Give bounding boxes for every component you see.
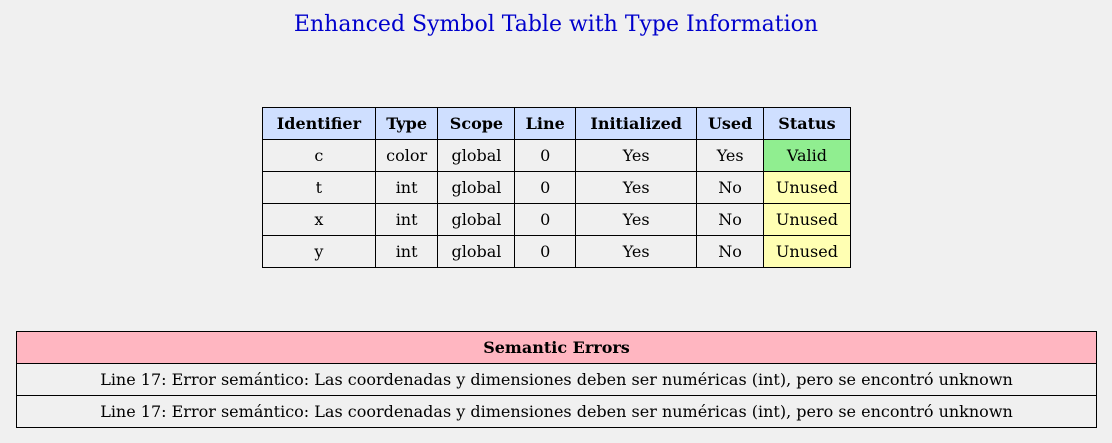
cell-used: Yes [696, 139, 764, 172]
cell-initialized: Yes [574, 139, 698, 172]
header-line: Line [514, 107, 576, 140]
header-initialized: Initialized [574, 107, 698, 140]
status-badge: Unused [762, 171, 852, 204]
cell-type: int [374, 235, 439, 268]
errors-header-row: Semantic Errors [16, 331, 1097, 364]
cell-line: 0 [514, 235, 576, 268]
cell-identifier: y [262, 235, 376, 268]
cell-scope: global [437, 203, 516, 236]
symbol-table-header-row: Identifier Type Scope Line Initialized U… [262, 107, 852, 140]
cell-line: 0 [514, 171, 576, 204]
cell-used: No [696, 203, 764, 236]
header-scope: Scope [437, 107, 516, 140]
table-row: t int global 0 Yes No Unused [262, 171, 852, 204]
table-row: y int global 0 Yes No Unused [262, 235, 852, 268]
cell-initialized: Yes [574, 235, 698, 268]
table-row: x int global 0 Yes No Unused [262, 203, 852, 236]
header-used: Used [696, 107, 764, 140]
table-row: Line 17: Error semántico: Las coordenada… [16, 395, 1097, 428]
cell-initialized: Yes [574, 171, 698, 204]
status-badge: Valid [762, 139, 852, 172]
cell-scope: global [437, 139, 516, 172]
cell-identifier: t [262, 171, 376, 204]
error-message: Line 17: Error semántico: Las coordenada… [16, 363, 1097, 396]
status-badge: Unused [762, 203, 852, 236]
cell-type: int [374, 203, 439, 236]
cell-identifier: c [262, 139, 376, 172]
status-badge: Unused [762, 235, 852, 268]
error-message: Line 17: Error semántico: Las coordenada… [16, 395, 1097, 428]
errors-header: Semantic Errors [16, 331, 1097, 364]
header-type: Type [374, 107, 439, 140]
cell-scope: global [437, 235, 516, 268]
cell-identifier: x [262, 203, 376, 236]
cell-initialized: Yes [574, 203, 698, 236]
symbol-table: Identifier Type Scope Line Initialized U… [262, 107, 852, 268]
cell-scope: global [437, 171, 516, 204]
cell-line: 0 [514, 203, 576, 236]
cell-used: No [696, 171, 764, 204]
header-status: Status [762, 107, 852, 140]
table-row: c color global 0 Yes Yes Valid [262, 139, 852, 172]
table-row: Line 17: Error semántico: Las coordenada… [16, 363, 1097, 396]
cell-used: No [696, 235, 764, 268]
semantic-errors-table: Semantic Errors Line 17: Error semántico… [16, 331, 1097, 428]
cell-line: 0 [514, 139, 576, 172]
header-identifier: Identifier [262, 107, 376, 140]
cell-type: int [374, 171, 439, 204]
cell-type: color [374, 139, 439, 172]
diagram-title: Enhanced Symbol Table with Type Informat… [293, 12, 819, 37]
